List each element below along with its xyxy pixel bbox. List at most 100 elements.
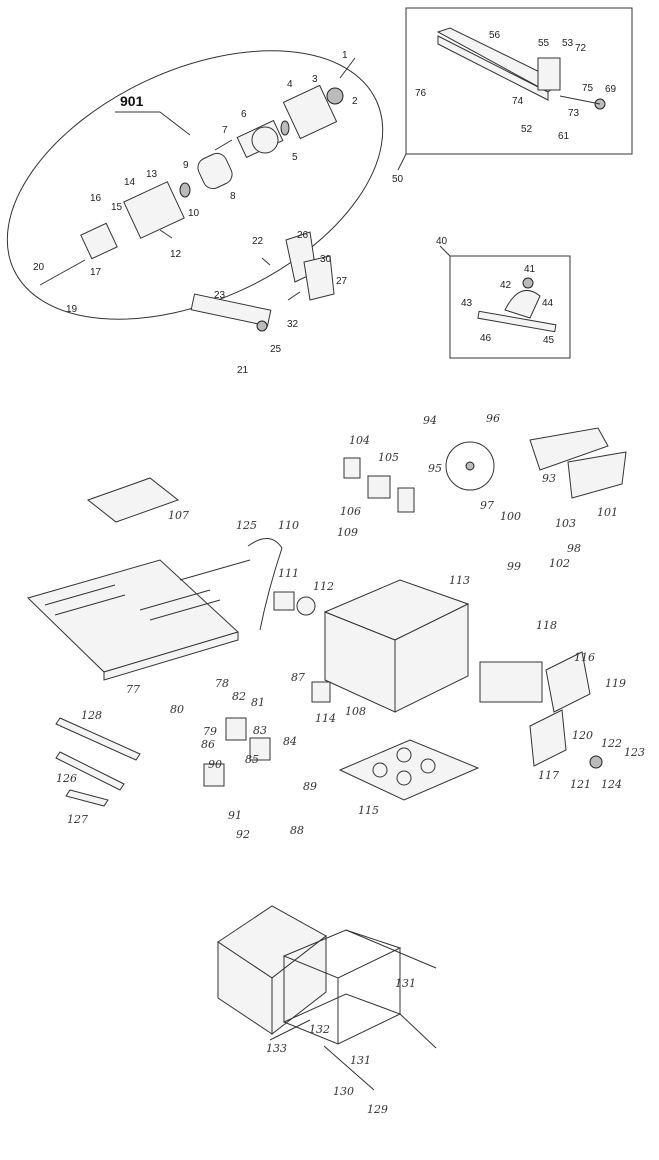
label-130: 130 [333,1085,354,1098]
label-53: 53 [562,38,574,49]
label-45: 45 [543,335,555,346]
label-55: 55 [538,38,550,49]
label-7: 7 [222,125,228,136]
miter-gauge-group: 40 41 42 43 44 45 46 [436,236,571,359]
label-56: 56 [489,30,501,41]
label-93: 93 [542,472,556,485]
guard-screw [261,257,271,266]
switch-box [367,475,391,499]
label-43: 43 [461,298,473,309]
label-80: 80 [170,703,184,716]
label-83: 83 [253,724,267,737]
fence-box [405,7,633,155]
table-edge [103,631,239,681]
height-bracket [225,717,247,741]
label-15: 15 [111,202,123,213]
stand-group: 129 130 131 131 132 133 [217,905,437,1116]
label-75: 75 [582,83,594,94]
label-73: 73 [568,108,580,119]
label-125: 125 [236,519,257,532]
table-slots [44,584,221,621]
tilt-bracket [479,661,543,703]
label-131b: 131 [350,1054,371,1067]
cabinet-side [394,603,469,713]
base-holes [372,747,436,786]
label-106: 106 [340,505,361,518]
label-12: 12 [170,249,182,260]
label-122: 122 [601,737,622,750]
label-108: 108 [345,705,366,718]
stand-rail-b [399,1013,437,1049]
label-131: 131 [395,977,416,990]
stand-foot [323,1045,375,1091]
motor-screw-2 [159,229,173,239]
height-bracket-3 [203,763,225,787]
blade-guard [529,427,609,471]
table-top [27,559,239,673]
callout-40-leader [439,245,451,257]
saw-housing-side [271,934,327,1036]
stand-rail-a [345,929,437,969]
label-115: 115 [358,804,379,817]
label-91: 91 [228,809,242,822]
motor-stator [123,181,185,239]
motor-fan [251,126,279,154]
pulley-bracket [273,591,295,611]
label-107: 107 [168,509,189,522]
label-123: 123 [624,746,645,759]
motor-screw [214,139,233,151]
switch-plate [397,487,415,513]
callout-40: 40 [436,236,448,247]
label-102: 102 [549,557,570,570]
label-89: 89 [303,780,317,793]
label-82: 82 [232,690,246,703]
label-17: 17 [90,267,102,278]
label-3: 3 [312,74,318,85]
label-14: 14 [124,177,136,188]
label-4: 4 [287,79,293,90]
label-78: 78 [215,677,229,690]
label-26: 26 [297,230,309,241]
label-9: 9 [183,160,189,171]
handwheel [589,755,603,769]
stand-foot-2 [269,1019,311,1041]
wrench-2 [55,751,125,791]
label-96: 96 [486,412,500,425]
label-16: 16 [90,193,102,204]
label-42: 42 [500,280,512,291]
label-22: 22 [252,236,264,247]
label-23: 23 [214,290,226,301]
label-32: 32 [287,319,299,330]
label-98: 98 [567,542,581,555]
label-84: 84 [283,735,297,748]
fence-group: 50 52 53 55 56 61 69 72 73 74 75 76 [392,7,633,185]
label-41: 41 [524,264,536,275]
guard-base [567,451,627,499]
motor-brush-cover [80,222,118,260]
label-85: 85 [245,753,259,766]
label-8: 8 [230,191,236,202]
label-79: 79 [203,725,217,738]
adjust-plate [311,681,331,703]
miter-knob [522,277,534,289]
tilt-scale [529,709,567,767]
label-25: 25 [270,344,282,355]
label-19: 19 [66,304,78,315]
label-30: 30 [320,254,332,265]
mount-screw [287,291,301,301]
label-44: 44 [542,298,554,309]
blade-arbor [465,461,475,471]
riving-knife-group: 21 22 23 25 26 27 30 32 [190,230,348,376]
label-46: 46 [480,333,492,344]
label-27: 27 [336,276,348,287]
cabinet-base [338,739,480,801]
label-110: 110 [278,519,299,532]
label-116: 116 [574,651,595,664]
label-126: 126 [56,772,77,785]
label-76: 76 [415,88,427,99]
drive-belt [247,538,283,631]
saw-body-group: 77 78 79 80 81 82 83 84 85 86 87 88 89 9… [27,412,645,841]
label-104: 104 [349,434,370,447]
label-20: 20 [33,262,45,273]
label-97: 97 [480,499,494,512]
